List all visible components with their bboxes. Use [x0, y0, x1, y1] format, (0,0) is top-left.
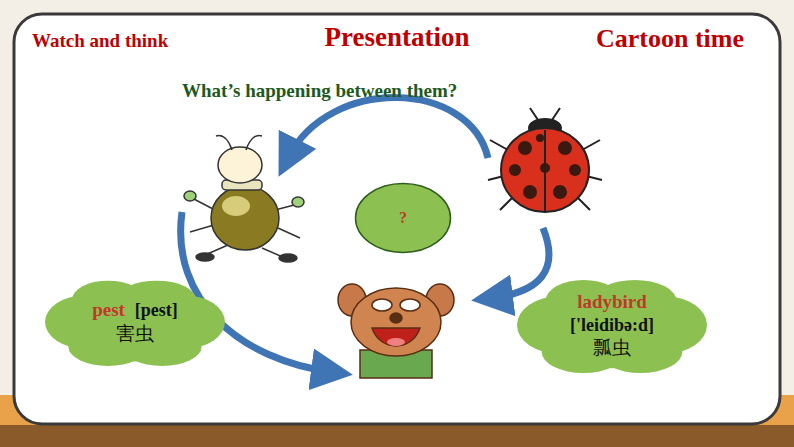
center-ellipse: ?: [354, 182, 452, 254]
mouse: [338, 284, 454, 378]
node-heading: pest: [92, 298, 125, 322]
arrow: [492, 228, 549, 298]
node-text: 瓢虫: [527, 336, 697, 360]
pest-bug: [184, 136, 304, 262]
word-cloud: pest [pest]害虫: [45, 278, 225, 366]
word-cloud: ladybird['leidibə:d]瓢虫: [517, 277, 707, 373]
node-heading: ladybird: [527, 290, 697, 314]
section-label: Watch and think: [32, 30, 168, 52]
node-text: 害虫: [55, 322, 215, 346]
node-heading: ?: [364, 208, 442, 228]
node-text: ['leidibə:d]: [527, 314, 697, 337]
ladybird-bug: [488, 108, 602, 212]
ground-strip: [0, 425, 794, 447]
panel: [14, 14, 780, 424]
section-label: Cartoon time: [596, 24, 744, 54]
node-text: [pest]: [135, 299, 178, 322]
arrow: [288, 98, 488, 158]
question-text: What’s happening between them?: [182, 80, 457, 102]
